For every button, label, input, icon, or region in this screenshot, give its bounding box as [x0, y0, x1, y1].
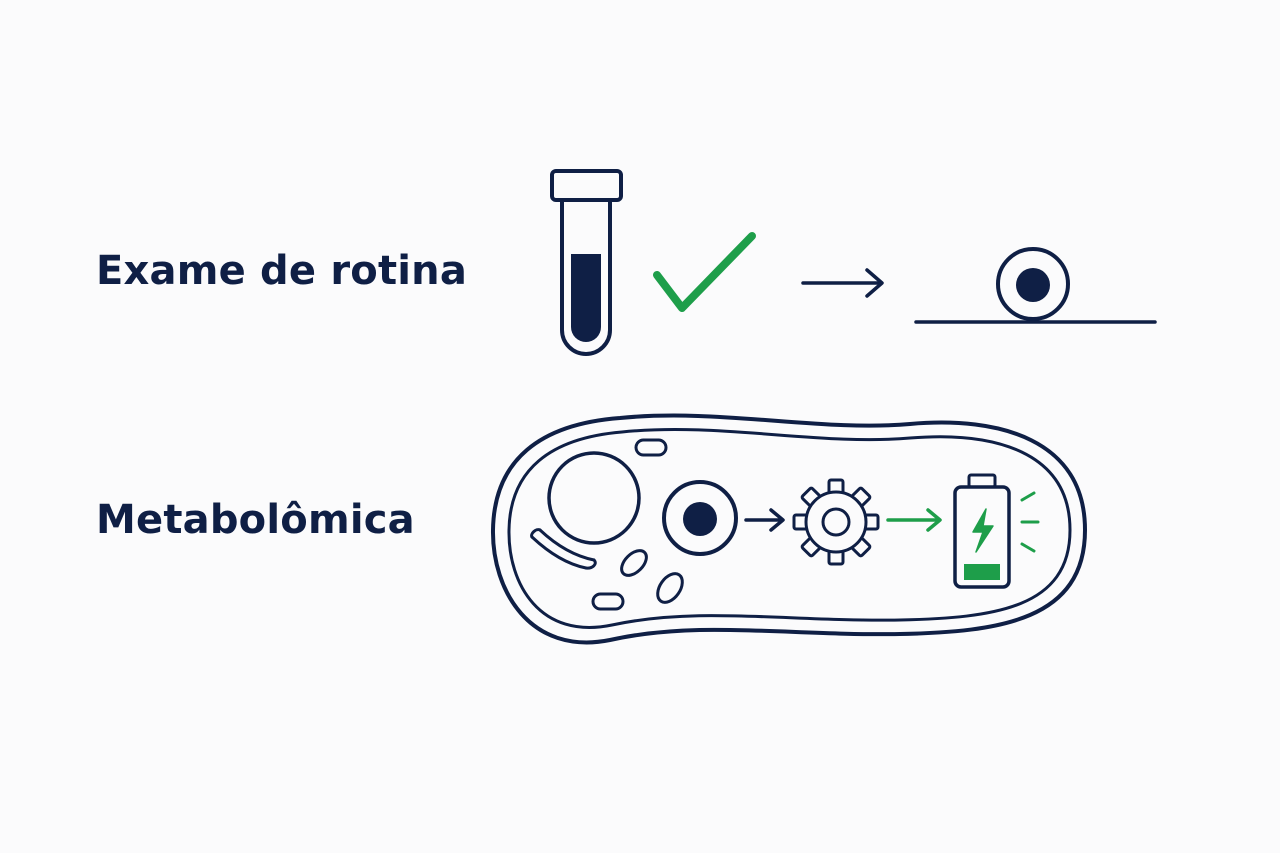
battery-charging-icon	[953, 473, 1040, 589]
vacuole-icon	[547, 451, 641, 545]
mitochondria-icon	[530, 528, 597, 570]
nucleus-icon	[662, 480, 738, 556]
checkmark-icon	[653, 232, 756, 312]
vesicle-icon	[591, 549, 684, 611]
arrow-right-icon	[801, 268, 884, 298]
test-tube-icon	[550, 169, 623, 356]
routine-exam-label: Exame de rotina	[96, 248, 468, 294]
arrow-right-green-icon	[886, 508, 942, 532]
arrow-right-icon	[744, 508, 785, 532]
small-vesicle-icon	[634, 438, 668, 457]
metabolomics-label: Metabolômica	[96, 497, 415, 543]
cell-membrane-icon	[490, 413, 1088, 645]
cell-on-baseline-icon	[914, 247, 1157, 324]
gear-icon	[792, 478, 880, 566]
